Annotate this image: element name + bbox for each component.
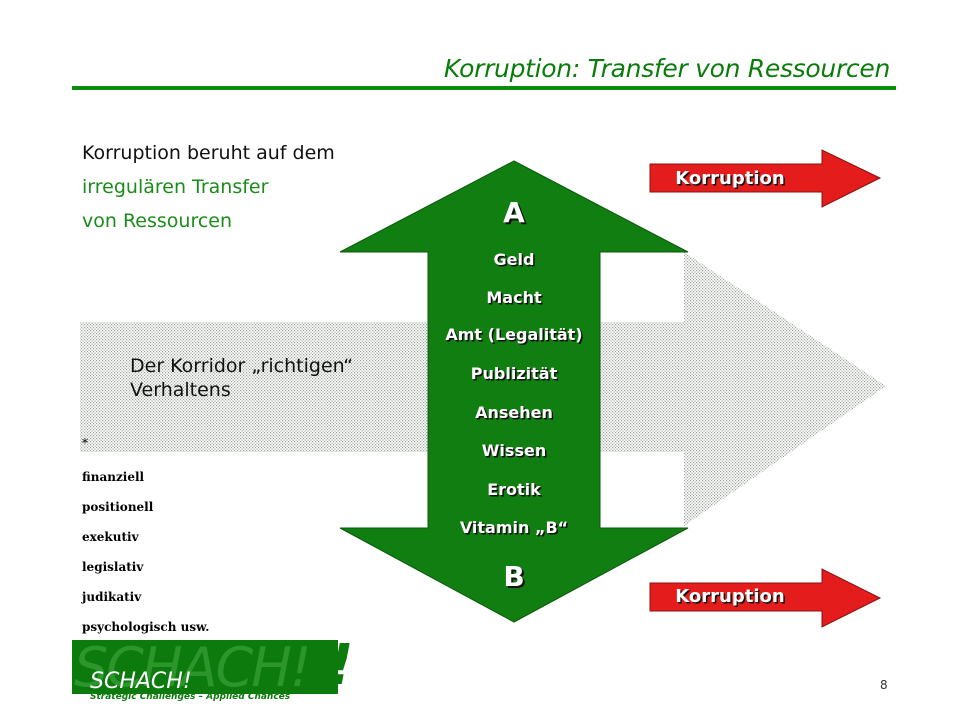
logo-tagline: Strategic Challenges – Applied Chances	[90, 692, 291, 702]
logo-text: SCHACH!	[90, 669, 192, 694]
resource-type: legislativ	[82, 560, 144, 574]
intro-line-2: irregulären Transfer	[82, 176, 269, 198]
korruption-label-top: Korruption	[675, 168, 785, 189]
korruption-arrow-bottom	[649, 568, 882, 628]
resource-type: judikativ	[82, 590, 142, 604]
korruption-arrow-top	[649, 149, 882, 208]
resource-item: Ansehen	[475, 403, 553, 422]
resource-type: exekutiv	[82, 530, 139, 544]
resource-type: positionell	[82, 500, 154, 514]
intro-line-3: von Ressourcen	[82, 210, 233, 232]
resource-item: Publizität	[470, 364, 558, 383]
schach-logo: SCHACH! SCHACH! ! Strategic Challenges –…	[72, 636, 354, 702]
resource-item: Amt (Legalität)	[445, 325, 583, 344]
slide-title: Korruption: Transfer von Ressourcen	[443, 54, 890, 83]
page-number: 8	[880, 678, 888, 692]
title-underline	[72, 86, 896, 90]
resource-item: Vitamin „B“	[459, 518, 569, 537]
arrow-letter-b: B	[503, 560, 525, 593]
resource-type: psychologisch usw.	[82, 620, 210, 634]
resource-type-list: finanziell positionell exekutiv legislat…	[82, 462, 209, 642]
intro-text: Korruption beruht auf dem irregulären Tr…	[82, 136, 335, 238]
corridor-label: Der Korridor „richtigen“ Verhaltens	[130, 355, 354, 401]
asterisk-note: *	[82, 436, 88, 450]
arrow-letter-a: A	[503, 196, 525, 229]
resource-item: Wissen	[481, 441, 547, 460]
resource-item: Macht	[486, 288, 542, 307]
logo-watermark: SCHACH!	[74, 636, 311, 699]
resource-type: finanziell	[82, 470, 145, 484]
intro-line-1: Korruption beruht auf dem	[82, 142, 335, 164]
logo-background	[72, 640, 338, 694]
resource-item: Geld	[493, 250, 535, 269]
resource-item: Erotik	[487, 480, 541, 499]
double-arrow	[339, 160, 689, 623]
logo-exclamation: !	[328, 633, 354, 698]
korruption-label-bottom: Korruption	[675, 586, 785, 607]
